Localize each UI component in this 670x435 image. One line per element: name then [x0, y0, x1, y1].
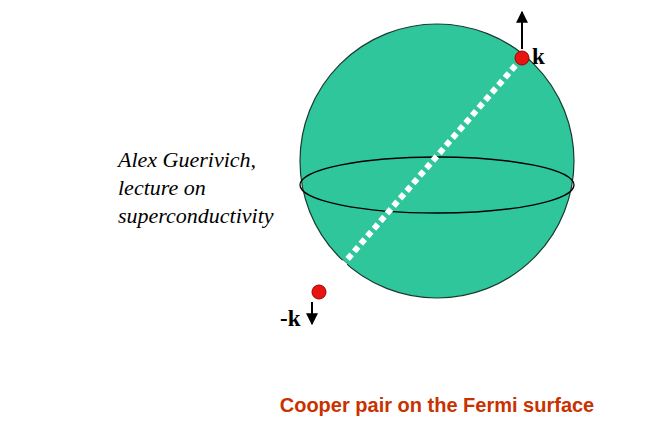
fermi-sphere: [300, 24, 574, 298]
wavevector-label: k: [532, 44, 545, 70]
electron-dot: [312, 285, 326, 299]
equator-ellipse: [300, 157, 574, 213]
attribution-note: Alex Guerivich, lecture on superconducti…: [118, 146, 294, 230]
spin-up-arrow: [521, 12, 523, 49]
wavevector-label: -k: [280, 306, 300, 332]
figure-caption: Cooper pair on the Fermi surface: [280, 394, 595, 417]
spin-down-arrow: [311, 302, 313, 324]
pair-dotted-line: [319, 58, 522, 292]
electron-dot: [515, 51, 529, 65]
